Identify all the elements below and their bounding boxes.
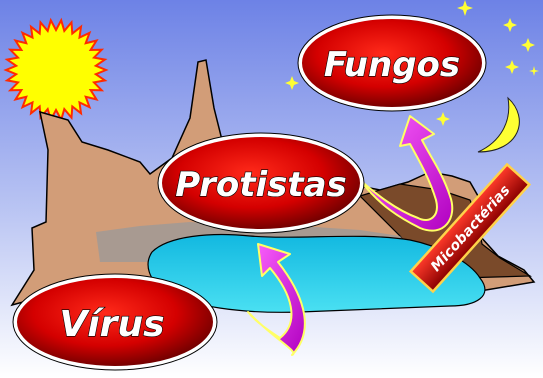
virus-label: Vírus (59, 304, 164, 345)
fungos-node: Fungos (298, 15, 486, 111)
protistas-label: Protistas (175, 165, 347, 205)
fungos-label: Fungos (324, 45, 460, 85)
protistas-node: Protistas (158, 133, 364, 233)
virus-node: Vírus (13, 274, 217, 370)
